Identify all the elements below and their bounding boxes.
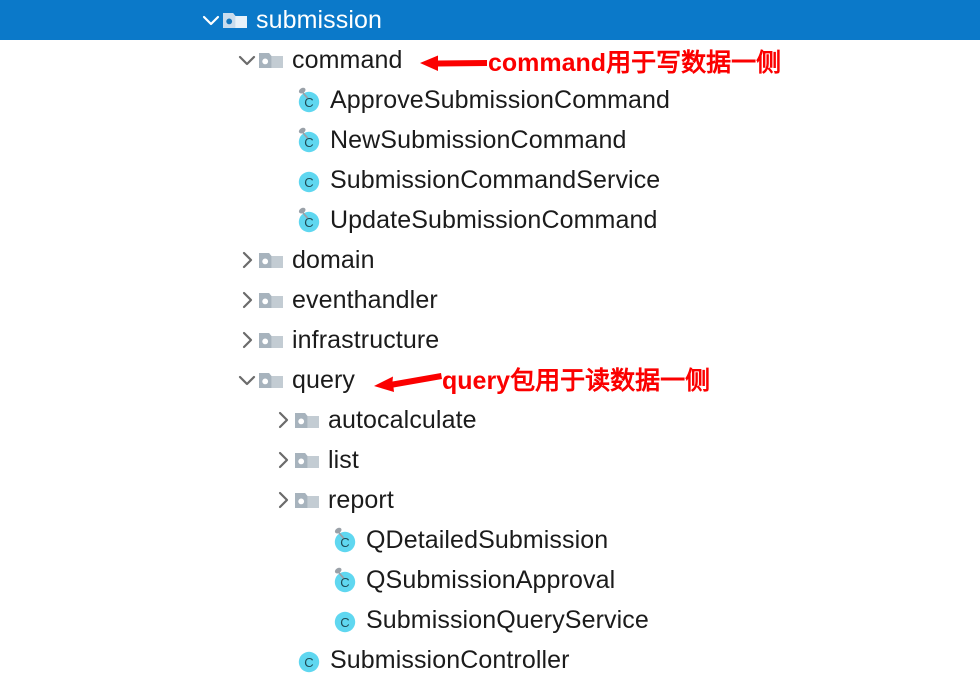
tree-row-submission-command-service[interactable]: C SubmissionCommandService xyxy=(0,160,980,200)
indent-spacer xyxy=(0,260,236,261)
chevron-placeholder xyxy=(272,645,294,675)
tree-row-label: ApproveSubmissionCommand xyxy=(330,86,671,114)
indent-spacer xyxy=(0,140,272,141)
tree-row-label: autocalculate xyxy=(328,406,477,434)
class-icon: C xyxy=(294,646,322,674)
chevron-placeholder xyxy=(272,85,294,115)
folder-icon xyxy=(294,487,320,513)
tree-row-report[interactable]: report xyxy=(0,480,980,520)
chevron-down-icon[interactable] xyxy=(236,365,258,395)
chevron-right-icon[interactable] xyxy=(272,405,294,435)
tree-row-label: submission xyxy=(256,6,383,34)
folder-icon xyxy=(258,327,284,353)
tree-row-label: report xyxy=(328,486,394,514)
svg-text:C: C xyxy=(304,95,313,110)
chevron-right-icon[interactable] xyxy=(236,325,258,355)
chevron-placeholder xyxy=(308,565,330,595)
svg-text:C: C xyxy=(340,575,349,590)
tree-row-infrastructure[interactable]: infrastructure xyxy=(0,320,980,360)
tree-row-label: domain xyxy=(292,246,375,274)
indent-spacer xyxy=(0,380,236,381)
folder-icon xyxy=(294,407,320,433)
tree-row-label: SubmissionCommandService xyxy=(330,166,661,194)
class-pinned-icon: C xyxy=(294,126,322,154)
indent-spacer xyxy=(0,340,236,341)
svg-text:C: C xyxy=(304,655,313,670)
tree-row-label: infrastructure xyxy=(292,326,440,354)
tree-row-q-submission-approval[interactable]: C QSubmissionApproval xyxy=(0,560,980,600)
svg-text:C: C xyxy=(340,615,349,630)
class-pinned-icon: C xyxy=(294,206,322,234)
tree-row-list[interactable]: list xyxy=(0,440,980,480)
indent-spacer xyxy=(0,500,272,501)
svg-text:C: C xyxy=(340,535,349,550)
chevron-placeholder xyxy=(272,165,294,195)
tree-row-label: QDetailedSubmission xyxy=(366,526,609,554)
chevron-right-icon[interactable] xyxy=(272,445,294,475)
indent-spacer xyxy=(0,300,236,301)
tree-row-query[interactable]: query xyxy=(0,360,980,400)
class-pinned-icon: C xyxy=(330,566,358,594)
tree-row-approve-submission-command[interactable]: C ApproveSubmissionCommand xyxy=(0,80,980,120)
svg-text:C: C xyxy=(304,135,313,150)
tree-row-label: UpdateSubmissionCommand xyxy=(330,206,658,234)
tree-row-submission[interactable]: submission xyxy=(0,0,980,40)
class-pinned-icon: C xyxy=(294,86,322,114)
indent-spacer xyxy=(0,20,200,21)
chevron-right-icon[interactable] xyxy=(236,245,258,275)
folder-icon xyxy=(222,7,248,33)
tree-row-domain[interactable]: domain xyxy=(0,240,980,280)
chevron-down-icon[interactable] xyxy=(200,5,222,35)
chevron-placeholder xyxy=(308,525,330,555)
tree-row-label: SubmissionController xyxy=(330,646,570,674)
chevron-right-icon[interactable] xyxy=(272,485,294,515)
tree-row-label: eventhandler xyxy=(292,286,438,314)
indent-spacer xyxy=(0,540,308,541)
class-icon: C xyxy=(330,606,358,634)
tree-row-command[interactable]: command xyxy=(0,40,980,80)
tree-row-submission-query-service[interactable]: C SubmissionQueryService xyxy=(0,600,980,640)
tree-row-q-detailed-submission[interactable]: C QDetailedSubmission xyxy=(0,520,980,560)
chevron-right-icon[interactable] xyxy=(236,285,258,315)
tree-row-label: list xyxy=(328,446,359,474)
folder-icon xyxy=(258,47,284,73)
folder-icon xyxy=(294,447,320,473)
indent-spacer xyxy=(0,420,272,421)
chevron-placeholder xyxy=(272,125,294,155)
tree-row-label: QSubmissionApproval xyxy=(366,566,616,594)
indent-spacer xyxy=(0,60,236,61)
indent-spacer xyxy=(0,580,308,581)
class-pinned-icon: C xyxy=(330,526,358,554)
indent-spacer xyxy=(0,220,272,221)
tree-row-submission-controller[interactable]: C SubmissionController xyxy=(0,640,980,680)
tree-row-update-submission-command[interactable]: C UpdateSubmissionCommand xyxy=(0,200,980,240)
class-icon: C xyxy=(294,166,322,194)
svg-text:C: C xyxy=(304,215,313,230)
tree-row-label: command xyxy=(292,46,403,74)
tree-row-eventhandler[interactable]: eventhandler xyxy=(0,280,980,320)
indent-spacer xyxy=(0,180,272,181)
tree-row-autocalculate[interactable]: autocalculate xyxy=(0,400,980,440)
tree-row-label: SubmissionQueryService xyxy=(366,606,649,634)
indent-spacer xyxy=(0,620,308,621)
indent-spacer xyxy=(0,660,272,661)
folder-icon xyxy=(258,367,284,393)
folder-icon xyxy=(258,247,284,273)
indent-spacer xyxy=(0,100,272,101)
tree-row-label: NewSubmissionCommand xyxy=(330,126,627,154)
tree-row-new-submission-command[interactable]: C NewSubmissionCommand xyxy=(0,120,980,160)
folder-icon xyxy=(258,287,284,313)
indent-spacer xyxy=(0,460,272,461)
svg-text:C: C xyxy=(304,175,313,190)
chevron-down-icon[interactable] xyxy=(236,45,258,75)
chevron-placeholder xyxy=(308,605,330,635)
chevron-placeholder xyxy=(272,205,294,235)
tree-row-label: query xyxy=(292,366,356,394)
